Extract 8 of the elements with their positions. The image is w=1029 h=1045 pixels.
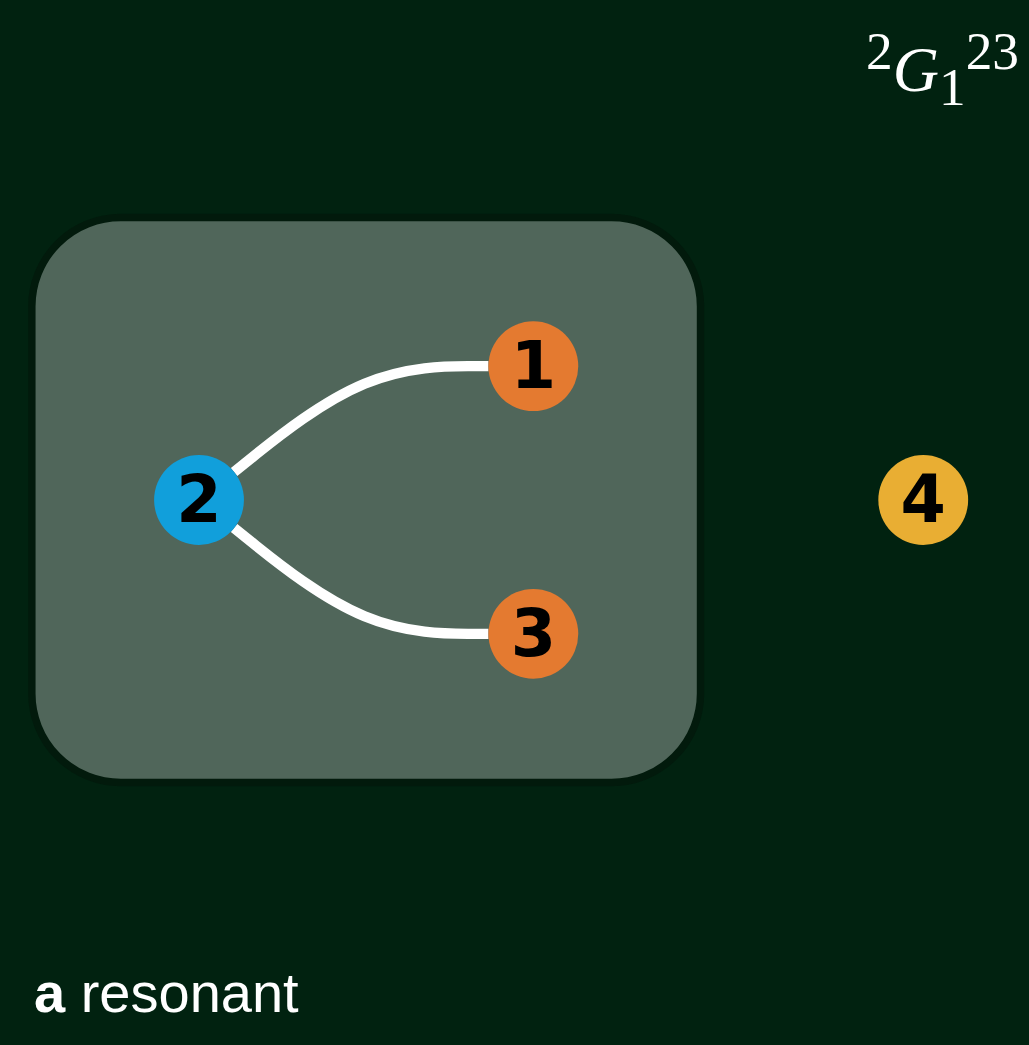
connector	[230, 524, 489, 639]
node-circle: 3	[488, 588, 579, 679]
node-circle: 1	[488, 321, 579, 412]
cluster	[28, 213, 705, 787]
node-circle: 4	[878, 455, 969, 545]
connector	[230, 361, 489, 476]
node-circle: 2	[154, 455, 244, 545]
panel-caption: a resonant	[34, 960, 299, 1025]
